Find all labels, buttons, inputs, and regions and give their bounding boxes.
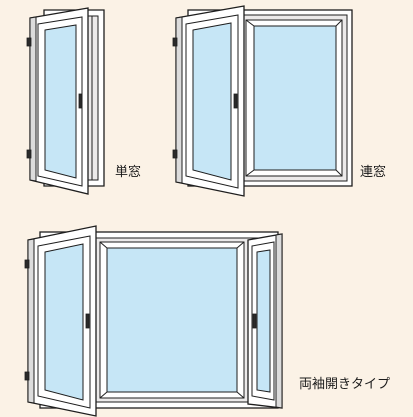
label-single-window: 単窓 [115,165,142,180]
single-window [26,7,105,195]
both-sides-window [24,225,283,417]
label-double-window: 連窓 [360,165,387,180]
double-window [172,5,353,197]
label-both-sides-window: 両袖開きタイプ [299,377,391,392]
